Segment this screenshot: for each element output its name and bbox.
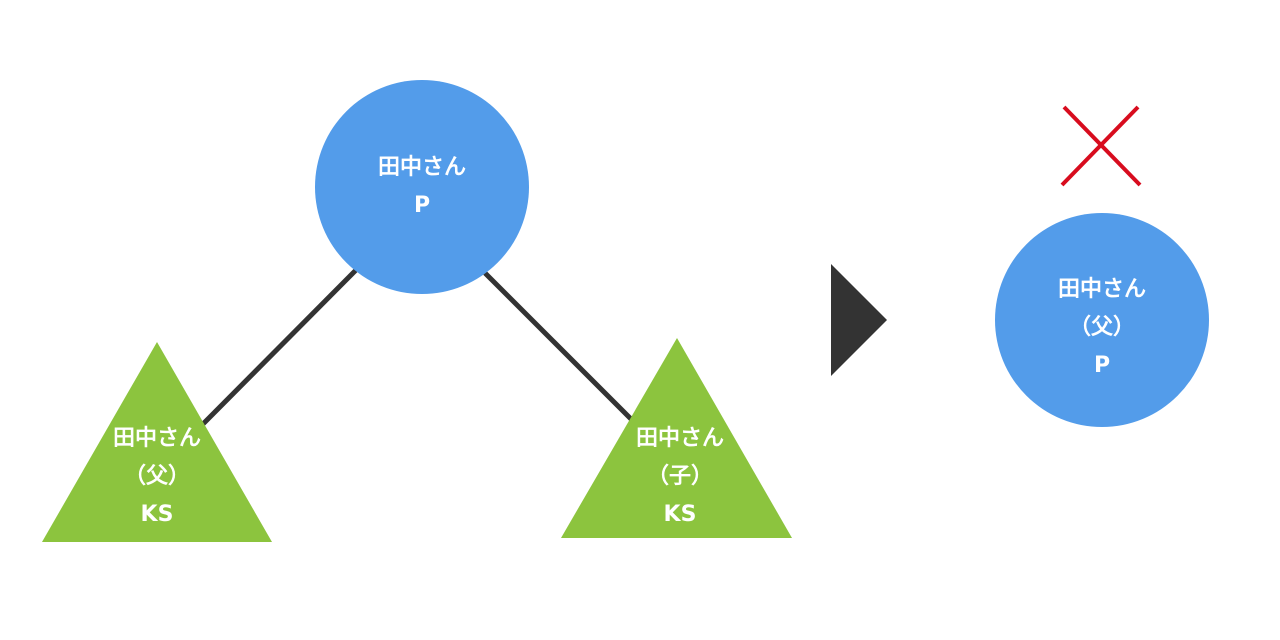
right-triangle-label: 田中さん （子） KS	[580, 420, 780, 534]
right-triangle-name: 田中さん	[635, 426, 724, 451]
result-circle-relation: （父）	[1068, 315, 1135, 340]
top-circle-name: 田中さん	[377, 155, 466, 180]
right-triangle-role: KS	[663, 502, 697, 527]
right-triangle-node	[561, 338, 792, 538]
result-circle-role: P	[1093, 353, 1111, 378]
right-triangle-relation: （子）	[646, 464, 713, 489]
result-circle-label: 田中さん （父） P	[1002, 271, 1202, 385]
connector-line-right	[483, 271, 634, 422]
connector-line-left	[201, 268, 358, 426]
left-triangle-name: 田中さん	[112, 426, 201, 451]
left-triangle-node	[42, 342, 272, 542]
left-triangle-label: 田中さん （父） KS	[57, 420, 257, 534]
result-circle-node	[995, 213, 1209, 427]
left-triangle-relation: （父）	[123, 464, 190, 489]
left-triangle-role: KS	[140, 502, 174, 527]
top-circle-role: P	[413, 193, 431, 218]
result-circle-name: 田中さん	[1057, 277, 1146, 302]
top-circle-node	[315, 80, 529, 294]
triangle-right-arrow-icon	[831, 264, 887, 376]
top-circle-label: 田中さん P	[322, 142, 522, 232]
cross-mark-icon	[1060, 105, 1142, 187]
